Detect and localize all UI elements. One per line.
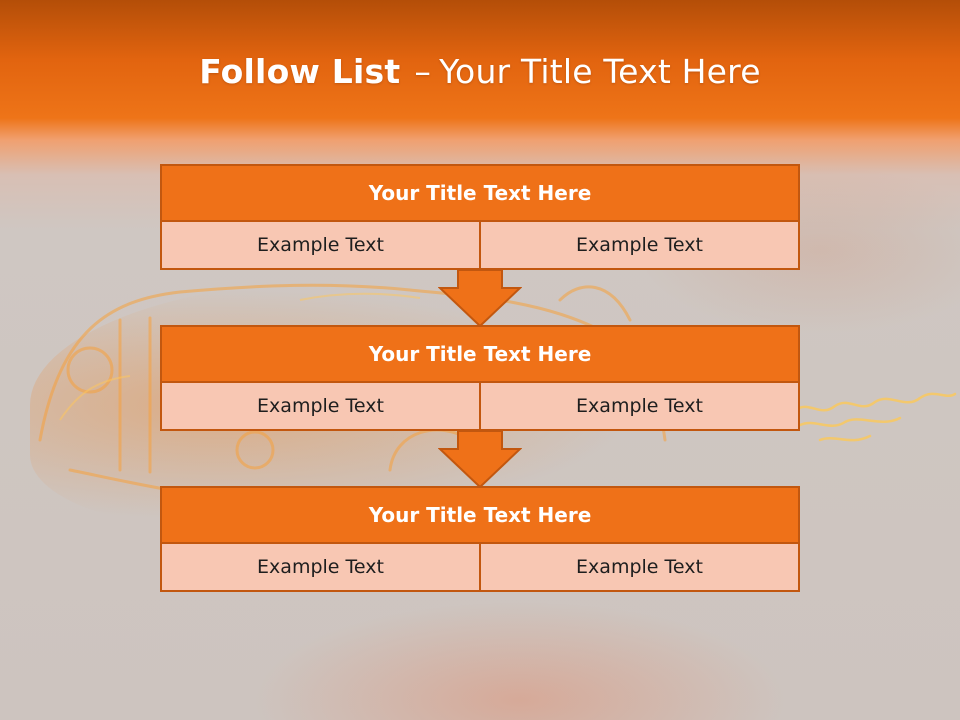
step-cell-left-3: Example Text xyxy=(162,544,479,590)
step-box-1: Your Title Text Here Example Text Exampl… xyxy=(160,164,800,270)
step-row-2: Example Text Example Text xyxy=(162,383,798,429)
step-row-3: Example Text Example Text xyxy=(162,544,798,590)
step-box-3: Your Title Text Here Example Text Exampl… xyxy=(160,486,800,592)
step-cell-left-2: Example Text xyxy=(162,383,479,429)
step-row-1: Example Text Example Text xyxy=(162,222,798,268)
step-cell-right-3: Example Text xyxy=(479,544,798,590)
slide-title-separator: – xyxy=(414,52,432,91)
step-title-2: Your Title Text Here xyxy=(162,327,798,383)
step-cell-right-1: Example Text xyxy=(479,222,798,268)
flame-trail-decoration xyxy=(793,392,957,442)
step-cell-left-1: Example Text xyxy=(162,222,479,268)
down-arrow-icon xyxy=(438,430,522,489)
step-box-2: Your Title Text Here Example Text Exampl… xyxy=(160,325,800,431)
down-arrow-icon xyxy=(438,269,522,328)
slide-title-rest: Your Title Text Here xyxy=(439,52,761,91)
step-title-3: Your Title Text Here xyxy=(162,488,798,544)
slide-title-bold: Follow List xyxy=(199,52,401,91)
step-cell-right-2: Example Text xyxy=(479,383,798,429)
slide-title: Follow List–Your Title Text Here xyxy=(0,52,960,91)
step-title-1: Your Title Text Here xyxy=(162,166,798,222)
